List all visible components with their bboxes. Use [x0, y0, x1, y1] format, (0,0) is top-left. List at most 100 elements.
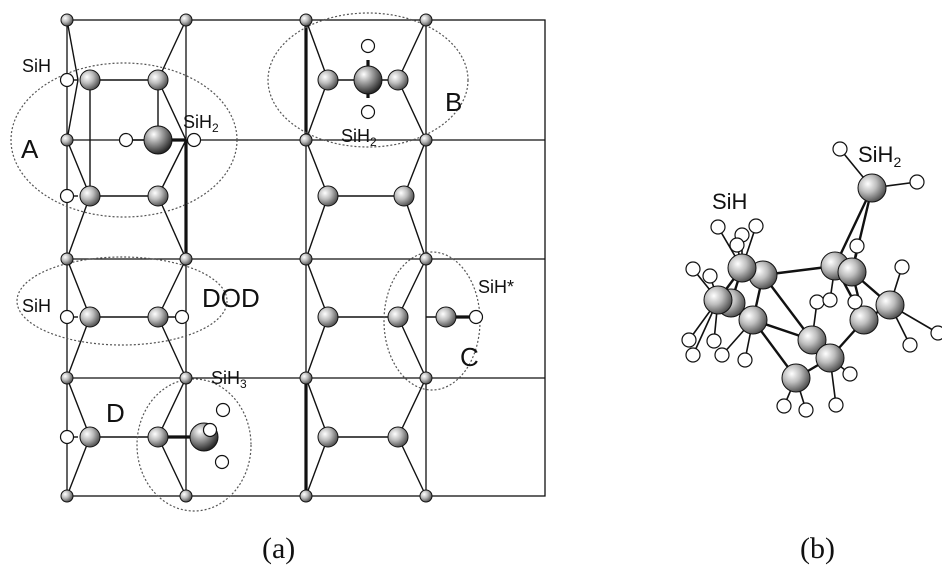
species-label-sih-a: SiH	[22, 56, 51, 76]
silicon-atom	[60, 13, 74, 27]
panel-b-caption: (b)	[800, 532, 835, 565]
bond-thin	[397, 19, 427, 81]
silicon-atom	[857, 173, 887, 203]
bond-thin	[305, 195, 329, 260]
hydrogen-atom	[798, 402, 814, 418]
silicon-atom	[797, 325, 827, 355]
bond-thin	[157, 195, 187, 260]
bond-thin	[397, 377, 427, 438]
hydrogen-atom	[59, 188, 75, 204]
hydrogen-atom	[706, 333, 722, 349]
species-label-sih-dod: SiH	[22, 296, 51, 316]
species-label-sih2-b: SiH2	[341, 126, 377, 149]
hydrogen-atom	[360, 38, 376, 54]
silicon-atom	[179, 13, 193, 27]
hydrogen-atom	[685, 347, 701, 363]
region-label-c: C	[460, 342, 479, 372]
hydrogen-atom	[842, 366, 858, 382]
silicon-atom	[419, 371, 433, 385]
silicon-atom	[147, 426, 169, 448]
species-label-sih2-a: SiH2	[183, 112, 219, 135]
bond-thin	[397, 258, 427, 318]
silicon-atom	[299, 133, 313, 147]
silicon-atom	[419, 13, 433, 27]
hydrogen-atom	[832, 141, 848, 157]
silicon-atom	[387, 426, 409, 448]
bond-thin	[66, 19, 79, 81]
hydrogen-atom	[828, 397, 844, 413]
region-label-a: A	[21, 134, 39, 164]
bond-thin	[66, 195, 91, 260]
dotted-ellipse	[136, 378, 252, 512]
hydrogen-atom	[118, 132, 134, 148]
silicon-atom	[147, 185, 169, 207]
silicon-atom	[179, 371, 193, 385]
bond-thin	[397, 79, 427, 141]
hydrogen-atom	[737, 352, 753, 368]
silicon-atom	[387, 69, 409, 91]
hydrogen-atom	[59, 309, 75, 325]
hydrogen-atom	[809, 294, 825, 310]
panel-a-labels: A B C D DOD SiH SiH2 SiH2 SiH SiH* SiH3	[21, 56, 514, 428]
hydrogen-atom	[468, 309, 484, 325]
panel-a-ellipses	[10, 12, 481, 512]
silicon-atom	[79, 306, 101, 328]
species-label-sih2-b-panel: SiH2	[858, 142, 901, 170]
silicon-atom	[179, 252, 193, 266]
bond-thin	[403, 195, 427, 260]
bond-thin	[397, 436, 427, 497]
hydrogen-atom	[847, 294, 863, 310]
hydrogen-atom	[215, 402, 231, 418]
silicon-atom	[703, 285, 733, 315]
hydrogen-atom	[174, 309, 190, 325]
panel-a-atoms	[59, 13, 484, 503]
silicon-atom	[179, 489, 193, 503]
hydrogen-atom	[729, 237, 745, 253]
hydrogen-atom	[59, 72, 75, 88]
silicon-atom	[317, 69, 339, 91]
panel-b-labels: SiH SiH2	[712, 142, 901, 214]
hydrogen-atom	[894, 259, 910, 275]
bond-thin	[66, 436, 91, 497]
silicon-atom	[781, 363, 811, 393]
region-label-b: B	[445, 87, 462, 117]
hydrogen-atom	[59, 429, 75, 445]
hydrogen-atom	[202, 422, 218, 438]
hydrogen-atom	[186, 132, 202, 148]
region-label-dod: DOD	[202, 283, 260, 313]
silicon-atom	[393, 185, 415, 207]
silicon-atom	[79, 69, 101, 91]
silicon-atom	[727, 253, 757, 283]
silicon-atom	[317, 306, 339, 328]
hydrogen-atom	[681, 332, 697, 348]
hydrogen-atom	[360, 104, 376, 120]
silicon-atom	[435, 306, 457, 328]
species-label-sihstar-c: SiH*	[478, 277, 514, 297]
species-label-sih3-d: SiH3	[211, 368, 247, 391]
hydrogen-atom	[748, 218, 764, 234]
bond-thin	[305, 79, 329, 141]
dotted-ellipse	[267, 12, 469, 148]
silicon-atom	[875, 290, 905, 320]
bond-thin	[157, 258, 187, 318]
bond-thin	[157, 19, 187, 81]
panel-a-caption: (a)	[262, 532, 295, 565]
region-label-d: D	[106, 398, 125, 428]
bond-thin	[66, 377, 91, 438]
silicon-atom	[837, 257, 867, 287]
hydrogen-atom	[902, 337, 918, 353]
silicon-atom	[299, 489, 313, 503]
silicon-atom	[387, 306, 409, 328]
silicon-atom	[60, 489, 74, 503]
silicon-atom	[147, 69, 169, 91]
hydrogen-atom	[714, 347, 730, 363]
bond-thin	[157, 436, 187, 497]
bond-thin	[157, 377, 187, 438]
silicon-adatom	[353, 65, 383, 95]
hydrogen-atom	[930, 325, 942, 341]
silicon-atom	[815, 343, 845, 373]
hydrogen-atom	[685, 261, 701, 277]
silicon-atom	[299, 371, 313, 385]
silicon-atom	[849, 305, 879, 335]
